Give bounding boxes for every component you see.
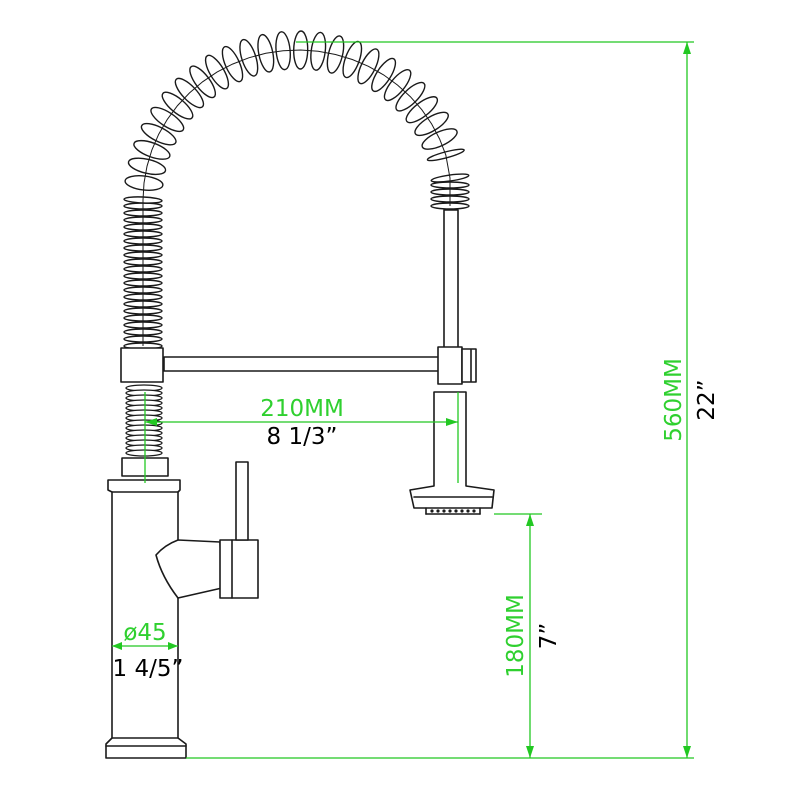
- spout-height-imperial-label: 7”: [536, 623, 562, 650]
- spray-nozzles: [430, 509, 476, 513]
- nozzle-dot: [454, 509, 458, 513]
- inner-hose: [142, 49, 451, 346]
- nozzle-dot: [466, 509, 470, 513]
- total-height-metric-label: 560MM: [661, 358, 687, 442]
- reach-imperial-label: 8 1/3”: [267, 424, 338, 450]
- spray-head-clip-tab: [461, 348, 477, 383]
- lower-coil-ring: [125, 449, 163, 457]
- spout-height-arrow-top: [526, 514, 534, 526]
- total-height-imperial-label: 22”: [694, 379, 720, 420]
- total-height-arrow-top: [683, 42, 691, 54]
- diameter-arrow-left: [112, 642, 122, 650]
- nozzle-dot: [430, 509, 434, 513]
- faucet-body: [105, 479, 187, 759]
- spout-height-arrow-bottom: [526, 746, 534, 758]
- dimension-lines: [112, 41, 694, 759]
- nozzle-dot: [436, 509, 440, 513]
- coil-spring: [123, 30, 470, 350]
- diameter-imperial-label: 1 4/5”: [113, 656, 184, 682]
- nozzle-dot: [472, 509, 476, 513]
- support-arm: [163, 356, 441, 372]
- lower-coil-section: [125, 384, 163, 457]
- faucet-outline: [105, 30, 495, 759]
- diameter-arrow-right: [168, 642, 178, 650]
- reach-arrow-left: [145, 418, 157, 426]
- reach-arrow-right: [446, 418, 458, 426]
- spray-head: [409, 391, 495, 509]
- spout-height-metric-label: 180MM: [503, 594, 529, 678]
- spray-rod: [443, 209, 459, 351]
- total-height-arrow-bottom: [683, 746, 691, 758]
- nozzle-dot: [448, 509, 452, 513]
- reach-metric-label: 210MM: [260, 396, 344, 422]
- handle-base: [155, 539, 223, 599]
- body-collar: [120, 347, 164, 383]
- diameter-metric-label: ø45: [123, 620, 166, 646]
- handle-block: [219, 539, 259, 599]
- handle-lever: [235, 461, 249, 541]
- nozzle-dot: [460, 509, 464, 513]
- spray-head-clip: [437, 346, 463, 385]
- nozzle-dot: [442, 509, 446, 513]
- dimension-labels: 210MM 8 1/3” ø45 1 4/5” 180MM 7” 560MM 2…: [113, 358, 720, 682]
